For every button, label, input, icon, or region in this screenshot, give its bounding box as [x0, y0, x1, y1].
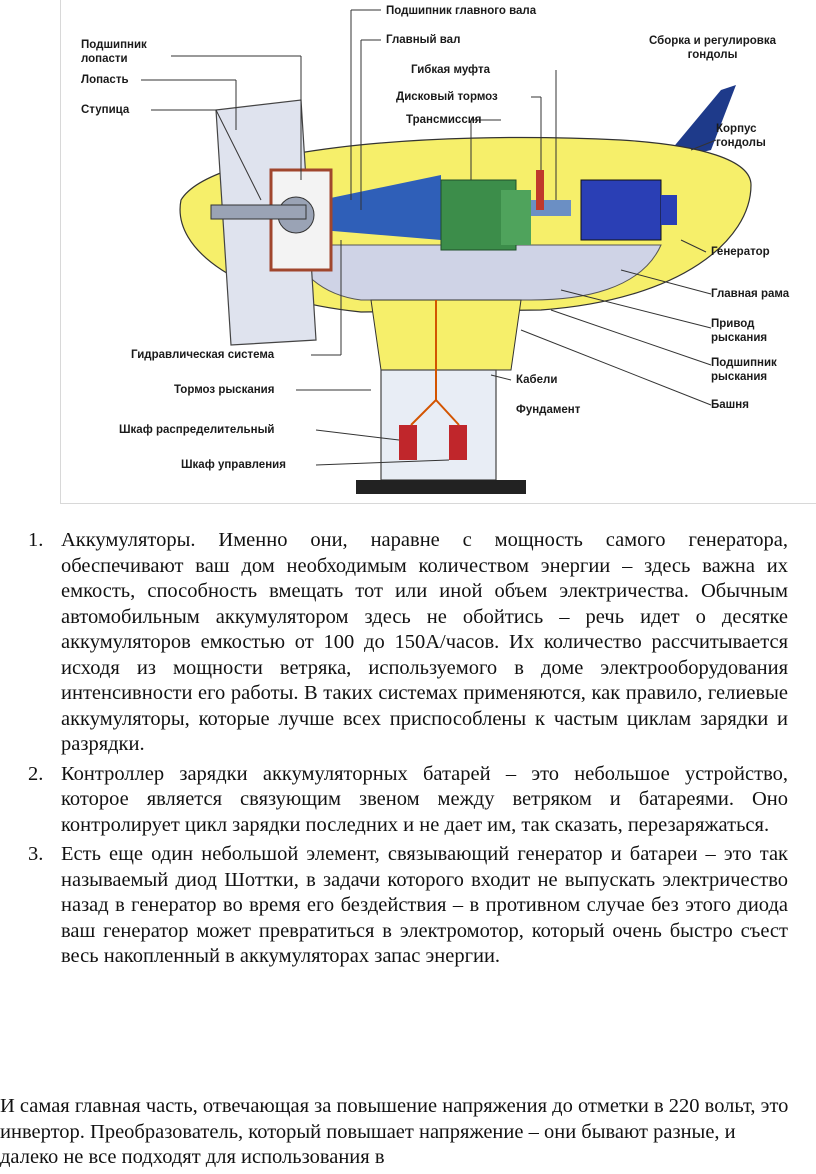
components-list: 1. Аккумуляторы. Именно они, наравне с мо…	[28, 528, 788, 974]
wind-turbine-diagram: Подшипник лопасти Лопасть Ступица Подшип…	[60, 0, 816, 504]
tail-fin	[661, 85, 736, 162]
list-item: 1. Аккумуляторы. Именно они, наравне с мо…	[28, 528, 788, 758]
tower	[380, 369, 497, 481]
label-blade-bearing: Подшипник лопасти	[81, 39, 147, 65]
label-transmission: Трансмиссия	[406, 114, 482, 126]
list-text: Есть еще один небольшой элемент, связыва…	[61, 843, 788, 967]
list-number: 1.	[28, 529, 44, 551]
list-item: 3. Есть еще один небольшой элемент, связы…	[28, 842, 788, 970]
label-yaw-bearing: Подшипник рыскания	[711, 357, 777, 383]
turbine-drawing	[141, 9, 752, 494]
leader-lines	[141, 9, 717, 466]
main-shaft	[321, 175, 441, 240]
label-generator: Генератор	[711, 246, 770, 258]
list-number: 2.	[28, 762, 44, 785]
foundation	[356, 480, 526, 494]
label-distribution-cabinet: Шкаф распределительный	[119, 424, 275, 436]
label-blade: Лопасть	[81, 74, 129, 86]
label-nacelle-assembly: Сборка и регулировка гондолы	[649, 35, 777, 61]
tower-top	[370, 299, 522, 371]
label-disc-brake: Дисковый тормоз	[396, 91, 498, 103]
label-main-shaft-bearing: Подшипник главного вала	[386, 5, 537, 17]
label-cables: Кабели	[516, 374, 558, 386]
label-hydraulic-system: Гидравлическая система	[131, 349, 275, 361]
list-number: 3.	[28, 843, 44, 865]
body-paragraph: И самая главная часть, отвечающая за пов…	[0, 1095, 789, 1168]
label-main-frame: Главная рама	[711, 288, 790, 300]
control-cabinet-box	[449, 425, 467, 460]
label-yaw-drive: Привод рыскания	[711, 318, 768, 344]
label-foundation: Фундамент	[516, 404, 581, 416]
label-hub: Ступица	[81, 104, 130, 116]
label-yaw-brake: Тормоз рыскания	[174, 384, 275, 396]
list-text: Аккумуляторы. Именно они, наравне с мощн…	[61, 529, 788, 755]
disc-brake	[536, 170, 544, 210]
list-text: Контроллер зарядки аккумуляторных батаре…	[61, 762, 788, 836]
blade	[215, 99, 317, 346]
label-tower: Башня	[711, 399, 749, 411]
distribution-cabinet-box	[399, 425, 417, 460]
generator	[580, 179, 662, 241]
label-control-cabinet: Шкаф управления	[181, 459, 286, 471]
label-main-shaft: Главный вал	[386, 34, 461, 46]
label-nacelle-body: Корпус гондолы	[716, 123, 766, 149]
label-flexible-coupling: Гибкая муфта	[411, 64, 491, 76]
list-item: 2. Контроллер зарядки аккумуляторных бата…	[28, 762, 788, 839]
